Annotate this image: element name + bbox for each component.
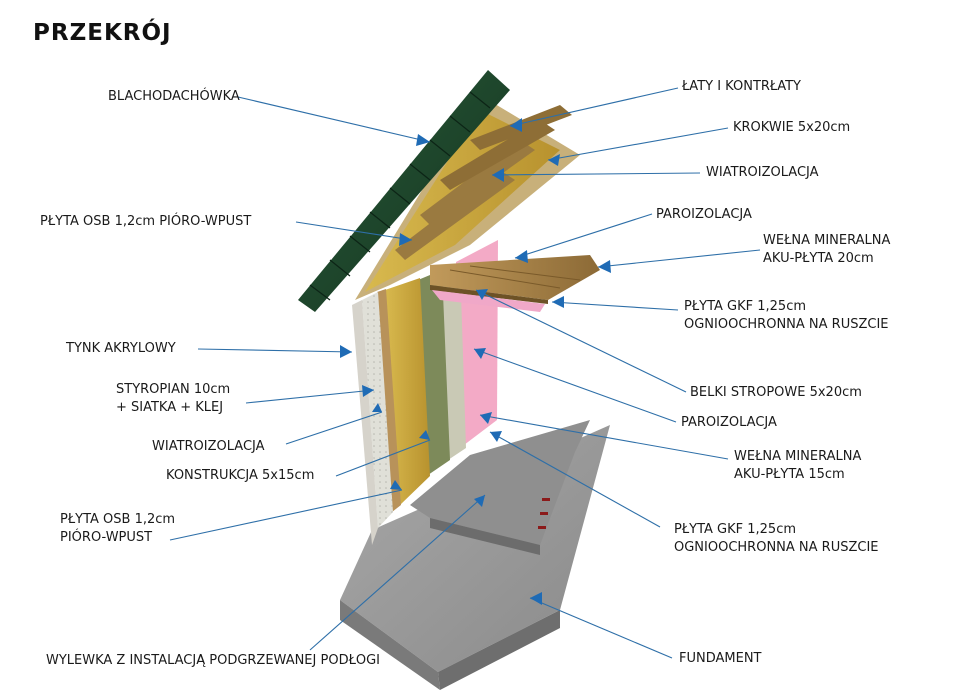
label-osb-sciana: PŁYTA OSB 1,2cm PIÓRO-WPUST bbox=[60, 512, 176, 545]
label-krokwie: KROKWIE 5x20cm bbox=[733, 120, 851, 135]
page-title: PRZEKRÓJ bbox=[33, 20, 172, 46]
label-laty-kontrlaty: ŁATY I KONTRŁATY bbox=[682, 79, 801, 94]
heated-screed bbox=[410, 420, 590, 555]
label-tynk: TYNK AKRYLOWY bbox=[66, 341, 176, 356]
label-styropian: STYROPIAN 10cm + SIATKA + KLEJ bbox=[116, 382, 231, 415]
label-welna-sciana: WEŁNA MINERALNA AKU-PŁYTA 15cm bbox=[734, 449, 862, 482]
wall-osb bbox=[377, 289, 401, 512]
roof-sheet bbox=[298, 70, 510, 312]
wall-render bbox=[352, 300, 378, 545]
ceiling-block bbox=[430, 255, 600, 312]
label-belki-stropowe: BELKI STROPOWE 5x20cm bbox=[690, 385, 862, 400]
label-blachodachowka: BLACHODACHÓWKA bbox=[108, 89, 240, 104]
roof-sheet-ribs bbox=[309, 91, 491, 301]
leader-lines bbox=[169, 87, 761, 659]
label-gkf-sciana: PŁYTA GKF 1,25cm OGNIOOCHRONNA NA RUSZCI… bbox=[674, 522, 879, 555]
label-paroizolacja-strop: PAROIZOLACJA bbox=[656, 207, 752, 222]
label-wiatroizolacja-dach: WIATROIZOLACJA bbox=[706, 165, 819, 180]
label-konstrukcja: KONSTRUKCJA 5x15cm bbox=[166, 468, 315, 483]
label-paroizolacja-sciana: PAROIZOLACJA bbox=[681, 415, 777, 430]
label-wylewka: WYLEWKA Z INSTALACJĄ PODGRZEWANEJ PODŁOG… bbox=[46, 653, 381, 668]
label-gkf-strop: PŁYTA GKF 1,25cm OGNIOOCHRONNA NA RUSZCI… bbox=[684, 299, 889, 332]
arrowheads bbox=[340, 118, 611, 605]
label-welna-strop: WEŁNA MINERALNA AKU-PŁYTA 20cm bbox=[763, 233, 891, 266]
label-osb-dach: PŁYTA OSB 1,2cm PIÓRO-WPUST bbox=[40, 214, 252, 229]
label-fundament: FUNDAMENT bbox=[679, 651, 762, 666]
label-wiatroizolacja-sciana: WIATROIZOLACJA bbox=[152, 439, 265, 454]
